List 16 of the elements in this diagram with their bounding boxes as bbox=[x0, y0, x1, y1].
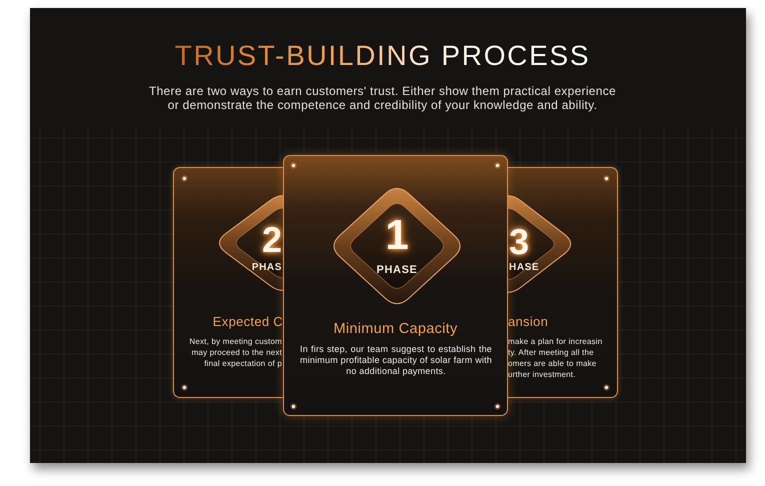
subtitle: There are two ways to earn customers' trust. Either show them practical experience or demonstrate the competence and credibility of your knowledge and ability. bbox=[148, 84, 618, 112]
card-description: make a plan for increasin ty. After meeting all the omers are able to make urther investment. bbox=[508, 336, 604, 380]
phase-number: 1 bbox=[385, 214, 409, 256]
card-description: Next, by meeting custom may proceed to the next final expectation of p bbox=[188, 336, 282, 369]
phase-label: PHAS bbox=[252, 262, 282, 274]
phase-card bbox=[508, 167, 618, 398]
card-heading: ansion bbox=[508, 314, 550, 330]
phase-number: 2 bbox=[262, 222, 282, 258]
phase-number: 3 bbox=[509, 224, 530, 260]
phase-card bbox=[283, 155, 508, 416]
phase-card bbox=[173, 167, 283, 398]
card-heading: Minimum Capacity bbox=[332, 321, 459, 337]
phase-label: HASE bbox=[509, 262, 540, 274]
phase-label: PHASE bbox=[376, 264, 418, 277]
card-description: In firs step, our team suggest to establish the minimum profitable capacity of solar farm with no additional payments. bbox=[300, 344, 492, 377]
card-heading: Expected C bbox=[212, 314, 283, 330]
